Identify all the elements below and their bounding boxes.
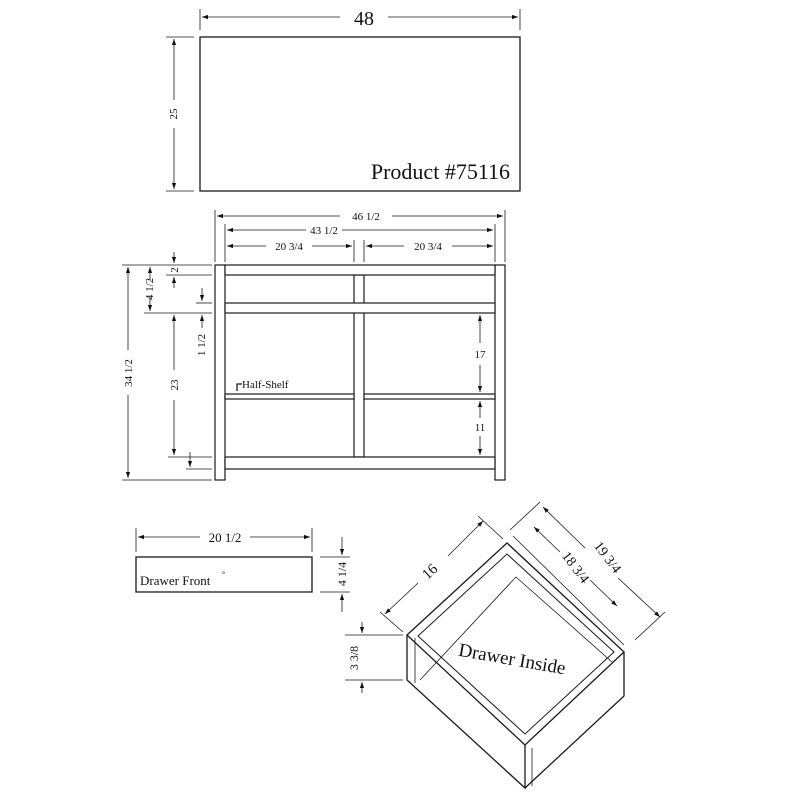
lower-opening-dimension: 23 bbox=[169, 379, 181, 391]
drawer-front-view: 20 1/2 4 1/4 Drawer Front ° bbox=[135, 528, 350, 612]
top-view: 48 25 Product #75116 bbox=[166, 8, 521, 192]
drawer-inside-label: Drawer Inside bbox=[457, 640, 567, 679]
drawer-inner-width-dimension: 18 3/4 bbox=[558, 549, 591, 586]
drawer-front-outline bbox=[135, 556, 313, 593]
right-bay-width-dimension: 20 3/4 bbox=[414, 241, 442, 253]
left-bay-width-dimension: 20 3/4 bbox=[275, 241, 303, 253]
inner-width-dimension: 43 1/2 bbox=[310, 225, 338, 237]
table-top-outline bbox=[199, 36, 521, 192]
drawer-front-width-dimension: 20 1/2 bbox=[209, 530, 242, 545]
half-shelf-pointer-icon bbox=[236, 383, 242, 391]
drawer-height-dimension: 3 3/8 bbox=[347, 646, 361, 670]
overall-width-dimension: 46 1/2 bbox=[352, 211, 380, 223]
drawer-box-left-face bbox=[406, 635, 526, 790]
drawer-rail bbox=[224, 302, 496, 314]
right-leg bbox=[494, 264, 506, 481]
drawer-box-inner-rim bbox=[417, 553, 615, 735]
drawer-front-height-dimension: 4 1/4 bbox=[335, 562, 349, 586]
product-number: Product #75116 bbox=[371, 159, 510, 184]
drawer-opening-dimension: 4 1/2 bbox=[144, 278, 156, 300]
drawer-front-label: Drawer Front bbox=[140, 573, 211, 588]
front-view: 46 1/2 43 1/2 20 3/4 20 3/4 34 1/2 2 4 1… bbox=[122, 210, 506, 481]
top-depth-dimension: 25 bbox=[168, 108, 180, 120]
half-shelf-label: Half-Shelf bbox=[242, 379, 289, 391]
drawer-front-degree-mark: ° bbox=[222, 570, 225, 579]
bottom-shelf bbox=[224, 456, 496, 470]
upper-right-opening-dimension: 17 bbox=[475, 349, 487, 361]
half-shelf-left bbox=[224, 393, 355, 400]
top-width-dimension: 48 bbox=[354, 8, 374, 30]
drawer-depth-dimension: 16 bbox=[419, 561, 441, 583]
top-rail bbox=[224, 264, 496, 276]
drawer-inside-view: 16 18 3/4 19 3/4 3 3/8 Drawer Inside bbox=[345, 501, 666, 790]
lower-right-opening-dimension: 11 bbox=[475, 422, 486, 434]
drawer-box-right-face bbox=[524, 652, 625, 789]
drawer-outer-width-dimension: 19 3/4 bbox=[590, 539, 623, 576]
top-rail-dimension: 2 bbox=[169, 267, 181, 273]
center-divider bbox=[353, 274, 365, 458]
left-leg bbox=[214, 264, 226, 481]
shelf-thickness-dimension: 1 1/2 bbox=[196, 334, 208, 356]
half-shelf-right bbox=[363, 393, 496, 400]
overall-height-dimension: 34 1/2 bbox=[123, 359, 135, 387]
